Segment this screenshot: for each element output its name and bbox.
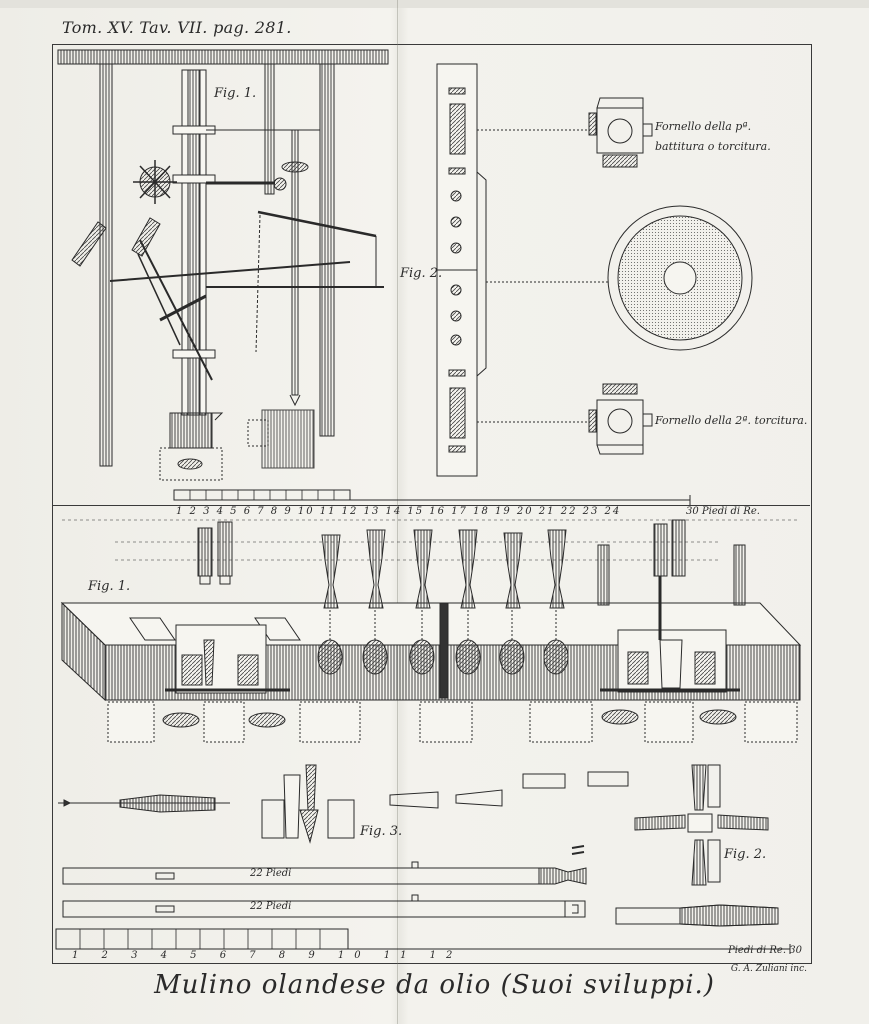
fig1-bottom-label: Fig. 1. [88, 579, 131, 594]
top-scale-unit: 30 Piedi di Re. [686, 506, 760, 517]
fig2-plan [436, 63, 753, 477]
furnace-first-label: Fornello della pª. battitura o torcitura… [655, 117, 805, 157]
page-fold-line [397, 0, 398, 1024]
furnace-first-line2: battitura o torcitura. [655, 140, 771, 153]
fig2-bottom-label: Fig. 2. [724, 847, 767, 862]
shaft-length-1: 22 Piedi [250, 868, 292, 879]
fig1-top-label: Fig. 1. [214, 86, 257, 101]
plate-frame [52, 44, 812, 964]
shaft-length-2: 22 Piedi [250, 901, 292, 912]
furnace-second-label: Fornello della 2ª. torcitura. [655, 414, 808, 427]
bottom-scale-unit: Piedi di Re. 30 [728, 945, 802, 956]
detail-figures [55, 764, 791, 954]
bottom-scale-numbers: 1 2 3 4 5 6 7 8 9 10 11 12 [72, 950, 463, 961]
engraver-signature: G. A. Zuliani inc. [730, 964, 807, 974]
fig2-top-label: Fig. 2. [400, 266, 443, 281]
fig1-elevation [57, 49, 691, 505]
furnace-first-line1: Fornello della pª. [655, 120, 752, 133]
fig3-label: Fig. 3. [360, 824, 403, 839]
plate-reference: Tom. XV. Tav. VII. pag. 281. [62, 18, 292, 37]
plate-title: Mulino olandese da olio (Suoi sviluppi.) [154, 970, 715, 1000]
section-divider [52, 505, 810, 506]
fig1-mill-perspective [60, 519, 802, 743]
top-scale-numbers: 1 2 3 4 5 6 7 8 9 10 11 12 13 14 15 16 1… [176, 506, 622, 517]
page-top-edge [0, 0, 869, 8]
